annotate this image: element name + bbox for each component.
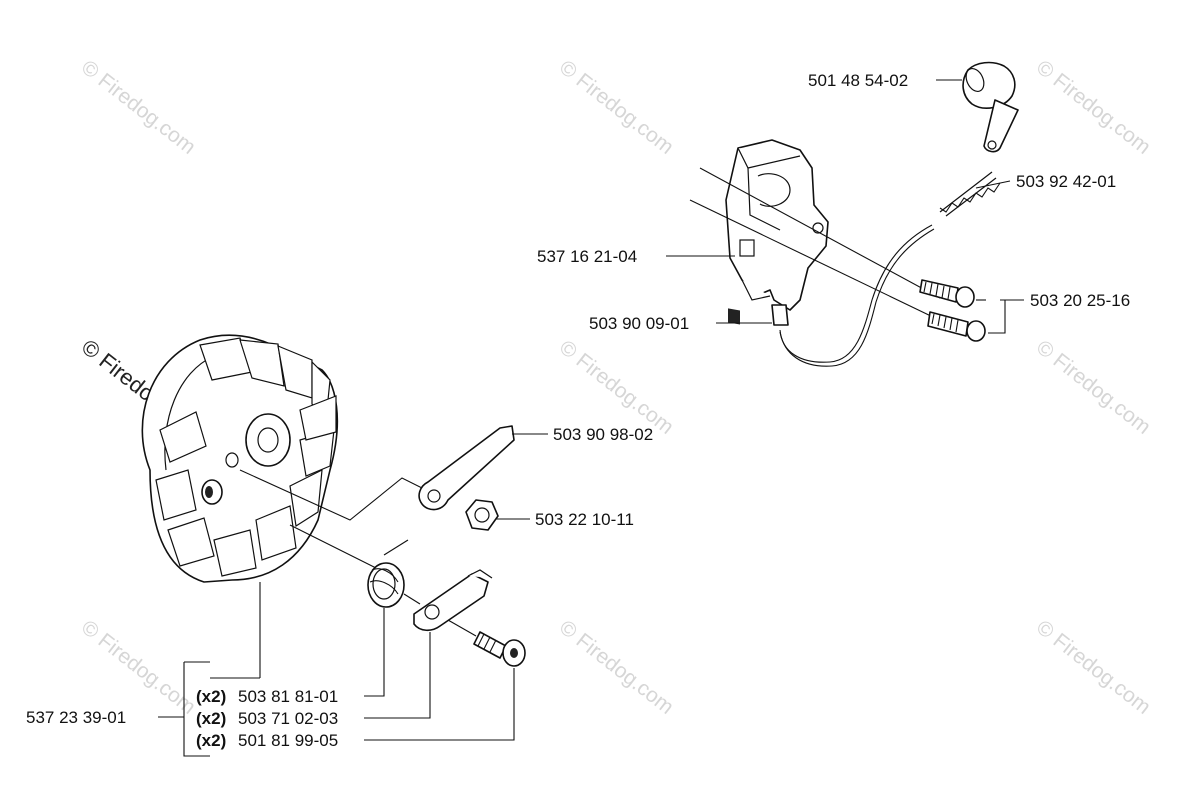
part-label-537-16-21-04: 537 16 21-04 (537, 247, 637, 266)
axis-line (699, 167, 941, 299)
watermark: © Firedog.com (77, 616, 200, 719)
part-label-503-90-98-02: 503 90 98-02 (553, 425, 653, 444)
axis-line (689, 199, 936, 319)
leader-lines (158, 79, 1024, 757)
watermark: © Firedog.com (555, 616, 678, 719)
part-label-501-81-99-05: 501 81 99-05 (238, 731, 338, 750)
part-label-501-48-54-02: 501 48 54-02 (808, 71, 908, 90)
watermark: © Firedog.com (555, 56, 678, 159)
watermark: © Firedog.com (1032, 336, 1155, 439)
part-label-503-92-42-01: 503 92 42-01 (1016, 172, 1116, 191)
quantity-label: (x2) (196, 687, 226, 706)
coil-spring (367, 562, 405, 608)
pawl (413, 569, 493, 632)
part-label-503-81-81-01: 503 81 81-01 (238, 687, 338, 706)
flywheel-group (141, 334, 526, 667)
watermark: © Firedog.com (1032, 56, 1155, 159)
watermark: © Firedog.com (555, 336, 678, 439)
ignition-module (725, 139, 829, 326)
screw-upper (919, 279, 975, 308)
part-label-537-23-39-01: 537 23 39-01 (26, 708, 126, 727)
quantity-label: (x2) (196, 709, 226, 728)
shoulder-screw (473, 631, 526, 667)
part-label-503-90-09-01: 503 90 09-01 (589, 314, 689, 333)
ground-wire (779, 224, 933, 363)
part-label-503-71-02-03: 503 71 02-03 (238, 709, 338, 728)
quantity-label: (x2) (196, 731, 226, 750)
hex-nut (465, 499, 499, 531)
flywheel (141, 334, 339, 583)
spark-plug-cap (962, 61, 1019, 153)
part-label-503-20-25-16: 503 20 25-16 (1030, 291, 1130, 310)
watermark: © Firedog.com (1032, 616, 1155, 719)
pawl-arm (418, 425, 515, 511)
part-label-503-22-10-11: 503 22 10-11 (535, 510, 634, 529)
part-labels: 501 48 54-02 503 92 42-01 537 16 21-04 5… (26, 71, 1130, 750)
ignition-module-group (689, 61, 1019, 367)
screw-lower (927, 311, 986, 342)
watermark: © Firedog.com (77, 56, 200, 159)
spring (939, 171, 1001, 217)
